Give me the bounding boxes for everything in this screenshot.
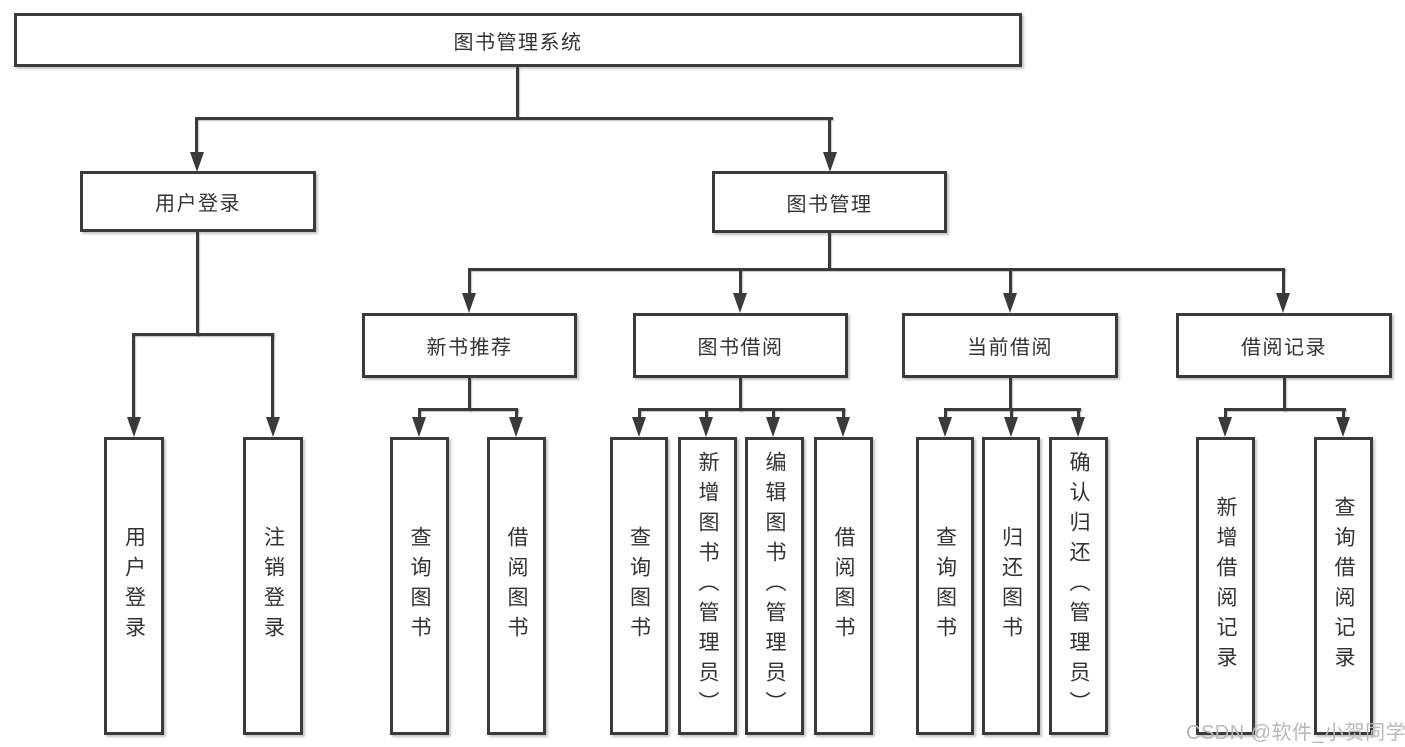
arrow-down-icon (412, 417, 426, 437)
leaf-add-book-admin-label: 新增图书（管理员） (696, 451, 719, 721)
leaf-user-login-label: 用户登录 (122, 526, 146, 646)
arrow-down-icon (632, 417, 646, 437)
node-book-borrowing-label: 图书借阅 (697, 337, 784, 359)
arrow-down-icon (266, 417, 280, 437)
node-new-book-recommend-label: 新书推荐 (426, 337, 513, 359)
arrow-down-icon (836, 417, 850, 437)
connector-line (1224, 408, 1227, 420)
connector-line (196, 232, 199, 336)
leaf-edit-book-admin: 编辑图书（管理员） (745, 437, 804, 735)
leaf-confirm-return-admin-label: 确认归还（管理员） (1067, 451, 1090, 721)
connector-line (739, 378, 742, 411)
connector-line (1009, 378, 1012, 411)
connector-line (638, 408, 641, 420)
arrow-down-icon (127, 417, 141, 437)
node-current-borrowing: 当前借阅 (902, 313, 1118, 378)
connector-line (705, 408, 708, 420)
leaf-confirm-return-admin: 确认归还（管理员） (1049, 437, 1108, 735)
connector-line (468, 378, 471, 411)
arrow-down-icon (733, 293, 747, 313)
node-user-login: 用户登录 (80, 171, 316, 232)
leaf-borrow-books-2: 借阅图书 (814, 437, 873, 735)
arrow-down-icon (823, 152, 837, 172)
arrow-down-icon (462, 293, 476, 313)
arrow-down-icon (190, 152, 204, 172)
node-book-borrowing: 图书借阅 (633, 313, 848, 378)
connector-line (468, 268, 471, 296)
arrow-down-icon (938, 417, 952, 437)
connector-line (195, 117, 198, 155)
connector-line (638, 408, 845, 411)
node-borrow-records: 借阅记录 (1176, 313, 1392, 378)
arrow-down-icon (1071, 417, 1085, 437)
leaf-query-books-1: 查询图书 (390, 437, 449, 735)
arrow-down-icon (699, 417, 713, 437)
node-book-management-label: 图书管理 (786, 193, 873, 216)
arrow-down-icon (509, 417, 523, 437)
connector-line (1077, 408, 1080, 420)
connector-line (828, 233, 831, 270)
connector-line (418, 408, 518, 411)
arrow-down-icon (1276, 293, 1290, 313)
leaf-query-books-3-label: 查询图书 (933, 526, 957, 646)
node-borrow-records-label: 借阅记录 (1241, 337, 1327, 359)
watermark: CSDN @软件_小贺同学 (1186, 722, 1405, 744)
connector-line (1282, 268, 1285, 296)
leaf-add-borrow-record: 新增借阅记录 (1196, 437, 1255, 735)
leaf-query-borrow-record: 查询借阅记录 (1314, 437, 1373, 735)
connector-line (132, 333, 274, 336)
arrow-down-icon (1336, 417, 1350, 437)
leaf-logout-login-label: 注销登录 (261, 526, 285, 646)
leaf-user-login: 用户登录 (104, 437, 164, 735)
leaf-query-books-2-label: 查询图书 (627, 526, 651, 646)
leaf-query-books-2: 查询图书 (610, 437, 668, 735)
connector-line (1342, 408, 1345, 420)
node-new-book-recommend: 新书推荐 (362, 313, 577, 378)
leaf-query-books-1-label: 查询图书 (408, 526, 431, 646)
node-root-label: 图书管理系统 (453, 31, 583, 54)
connector-line (1010, 408, 1013, 420)
arrow-down-icon (1004, 417, 1018, 437)
connector-line (418, 408, 421, 420)
connector-line (772, 408, 775, 420)
arrow-down-icon (1218, 417, 1232, 437)
connector-line (195, 117, 833, 120)
connector-line (1224, 408, 1346, 411)
arrow-down-icon (766, 417, 780, 437)
node-root: 图书管理系统 (14, 13, 1022, 67)
node-current-borrowing-label: 当前借阅 (967, 337, 1053, 359)
leaf-add-book-admin: 新增图书（管理员） (678, 437, 737, 735)
connector-line (1009, 268, 1012, 296)
connector-line (468, 268, 1285, 271)
node-user-login-label: 用户登录 (155, 193, 241, 215)
leaf-borrow-books-1-label: 借阅图书 (505, 526, 528, 646)
leaf-query-books-3: 查询图书 (916, 437, 974, 735)
leaf-add-borrow-record-label: 新增借阅记录 (1214, 496, 1237, 676)
node-book-management: 图书管理 (712, 171, 947, 233)
connector-line (515, 408, 518, 420)
connector-line (1283, 378, 1286, 411)
connector-line (828, 117, 831, 155)
leaf-borrow-books-1: 借阅图书 (487, 437, 546, 735)
connector-line (842, 408, 845, 420)
leaf-borrow-books-2-label: 借阅图书 (832, 526, 855, 646)
leaf-logout-login: 注销登录 (243, 437, 303, 735)
arrow-down-icon (1003, 293, 1017, 313)
connector-line (739, 268, 742, 296)
connector-line (516, 67, 519, 119)
connector-line (944, 408, 947, 420)
connector-line (271, 333, 274, 419)
connector-line (132, 333, 135, 419)
leaf-query-borrow-record-label: 查询借阅记录 (1332, 496, 1355, 676)
leaf-return-books: 归还图书 (982, 437, 1040, 735)
leaf-return-books-label: 归还图书 (999, 526, 1023, 646)
leaf-edit-book-admin-label: 编辑图书（管理员） (763, 451, 786, 721)
